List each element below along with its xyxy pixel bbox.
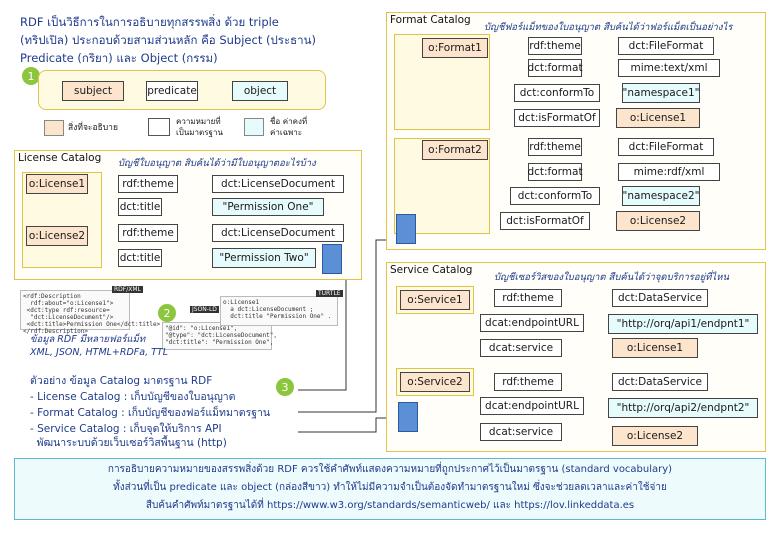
service-1-object-license: o:License1	[612, 338, 698, 358]
license-1-subject: o:License1	[26, 174, 88, 194]
service-1-subject: o:Service1	[400, 290, 470, 310]
examples-item-service-detail: พัฒนาระบบด้วยเว็บเซอร์วิสพื้นฐาน (http)	[30, 437, 227, 449]
license-1-object-title: "Permission One"	[212, 198, 324, 216]
legend-predicate-label-2: เป็นมาตรฐาน	[176, 128, 223, 137]
formats-caption-1: ข้อมูล RDF มีหลายฟอร์แม็ท	[30, 334, 146, 345]
footer-line-1: การอธิบายความหมายของสรรพสิ่งด้วย RDF ควร…	[107, 464, 673, 475]
service-1-predicate-service: dcat:service	[480, 339, 562, 357]
format-server-icon	[396, 214, 416, 244]
format-1-predicate-conform: dct:conformTo	[514, 84, 600, 102]
license-server-icon	[322, 244, 342, 274]
step-badge-1: 1	[22, 67, 40, 85]
turtle-code-sample: o:License1 a dct:LicenseDocument ; dct:t…	[220, 296, 338, 326]
format-2-subject: o:Format2	[422, 140, 488, 160]
examples-item-license: - License Catalog : เก็บบัญชีของใบอนุญาต	[30, 391, 236, 403]
footer-line-2: ทั้งส่วนที่เป็น predicate และ object (กล…	[113, 482, 667, 493]
legend-object-label-1: ชื่อ ค่าคงที่	[270, 117, 308, 126]
service-2-predicate-theme: rdf:theme	[494, 373, 562, 391]
legend-predicate-swatch	[148, 118, 170, 136]
service-1-object-endpoint: "http://orq/api1/endpnt1"	[608, 314, 758, 334]
rdfxml-code-sample: <rdf:Description rdf:about="o:License1">…	[20, 290, 160, 335]
jsonld-badge: JSON-LD	[190, 306, 219, 314]
format-1-object-format: mime:text/xml	[618, 59, 720, 77]
format-1-subject: o:Format1	[422, 38, 488, 58]
format-1-predicate-theme: rdf:theme	[528, 37, 582, 55]
service-2-predicate-service: dcat:service	[480, 423, 562, 441]
license-2-object-title: "Permission Two"	[212, 248, 316, 268]
triple-object: object	[232, 81, 288, 101]
service-2-object-license: o:License2	[612, 426, 698, 446]
format-2-predicate-theme: rdf:theme	[528, 138, 582, 156]
format-2-object-type: dct:FileFormat	[618, 138, 714, 156]
format-1-predicate-format: dct:format	[527, 59, 583, 77]
rdfxml-badge: RDF/XML	[112, 286, 143, 294]
examples-item-service: - Service Catalog : เก็บจุดให้บริการ API	[30, 423, 222, 435]
service-2-predicate-endpoint: dcat:endpointURL	[480, 397, 584, 415]
license-1-object-type: dct:LicenseDocument	[212, 175, 344, 193]
intro-line-1: RDF เป็นวิธีการในการอธิบายทุกสรรพสิ่ง ด้…	[20, 15, 279, 29]
format-catalog-subtitle: บัญชีฟอร์แม็ทของใบอนุญาต สืบค้นได้ว่าฟอร…	[484, 22, 733, 33]
service-2-object-type: dct:DataService	[612, 373, 708, 391]
step-badge-2: 2	[158, 304, 176, 322]
service-server-icon	[398, 402, 418, 432]
examples-item-format: - Format Catalog : เก็บบัญชีของฟอร์แม็ทม…	[30, 407, 271, 419]
format-2-predicate-conform: dct:conformTo	[510, 187, 600, 205]
legend-predicate-label-1: ความหมายที่	[176, 117, 221, 126]
service-2-subject: o:Service2	[400, 372, 470, 392]
examples-intro: ตัวอย่าง ข้อมูล Catalog มาตรฐาน RDF	[30, 375, 213, 387]
triple-predicate: predicate	[146, 81, 198, 101]
intro-line-2: (ทริปเปิล) ประกอบด้วยสามส่วนหลัก คือ Sub…	[20, 33, 316, 47]
format-catalog-title: Format Catalog	[390, 14, 471, 26]
format-1-object-conform: "namespace1"	[622, 83, 700, 103]
license-1-predicate-title: dct:title	[118, 198, 162, 216]
license-2-predicate-title: dct:title	[118, 249, 162, 267]
format-2-object-license: o:License2	[616, 211, 700, 231]
format-1-object-type: dct:FileFormat	[618, 37, 714, 55]
format-1-object-license: o:License1	[616, 108, 700, 128]
license-catalog-title: License Catalog	[18, 152, 102, 164]
license-2-predicate-theme: rdf:theme	[118, 224, 178, 242]
service-1-predicate-theme: rdf:theme	[494, 289, 562, 307]
format-2-object-format: mime:rdf/xml	[618, 163, 720, 181]
service-2-object-endpoint: "http://orq/api2/endpnt2"	[608, 398, 758, 418]
service-1-predicate-endpoint: dcat:endpointURL	[480, 314, 584, 332]
format-2-predicate-isformatof: dct:isFormatOf	[500, 212, 590, 230]
legend-object-swatch	[244, 118, 264, 136]
license-catalog-subtitle: บัญชีใบอนุญาต สิบค้นได้ว่ามีใบอนุญาตอะไร…	[118, 158, 316, 169]
footer-line-3: สืบค้นคำศัพท์มาตรฐานได้ที่ https://www.w…	[145, 500, 635, 511]
footer-note-box	[14, 458, 766, 520]
turtle-badge: TURTLE	[316, 290, 343, 298]
jsonld-code-sample: "@id": "o:License1", "@type": "dct:Licen…	[162, 322, 277, 350]
format-2-object-conform: "namespace2"	[622, 186, 700, 206]
legend-object-label-2: ค่าเฉพาะ	[270, 128, 303, 137]
legend-subject-swatch	[44, 120, 64, 136]
triple-subject: subject	[62, 81, 124, 101]
step-badge-3: 3	[276, 378, 294, 396]
license-1-predicate-theme: rdf:theme	[118, 175, 178, 193]
license-2-object-type: dct:LicenseDocument	[212, 224, 344, 242]
formats-caption-2: XML, JSON, HTML+RDFa, TTL	[30, 347, 169, 358]
service-catalog-subtitle: บัญชีเซอร์วิสของใบอนุญาต สืบค้นได้ว่าจุด…	[494, 272, 729, 283]
service-catalog-title: Service Catalog	[390, 264, 473, 276]
format-2-predicate-format: dct:format	[527, 163, 583, 181]
intro-line-3: Predicate (กริยา) และ Object (กรรม)	[20, 51, 218, 65]
service-1-object-type: dct:DataService	[612, 289, 708, 307]
license-2-subject: o:License2	[26, 226, 88, 246]
legend-subject-label: สิ่งที่จะอธิบาย	[68, 123, 118, 133]
format-1-predicate-isformatof: dct:isFormatOf	[514, 109, 600, 127]
